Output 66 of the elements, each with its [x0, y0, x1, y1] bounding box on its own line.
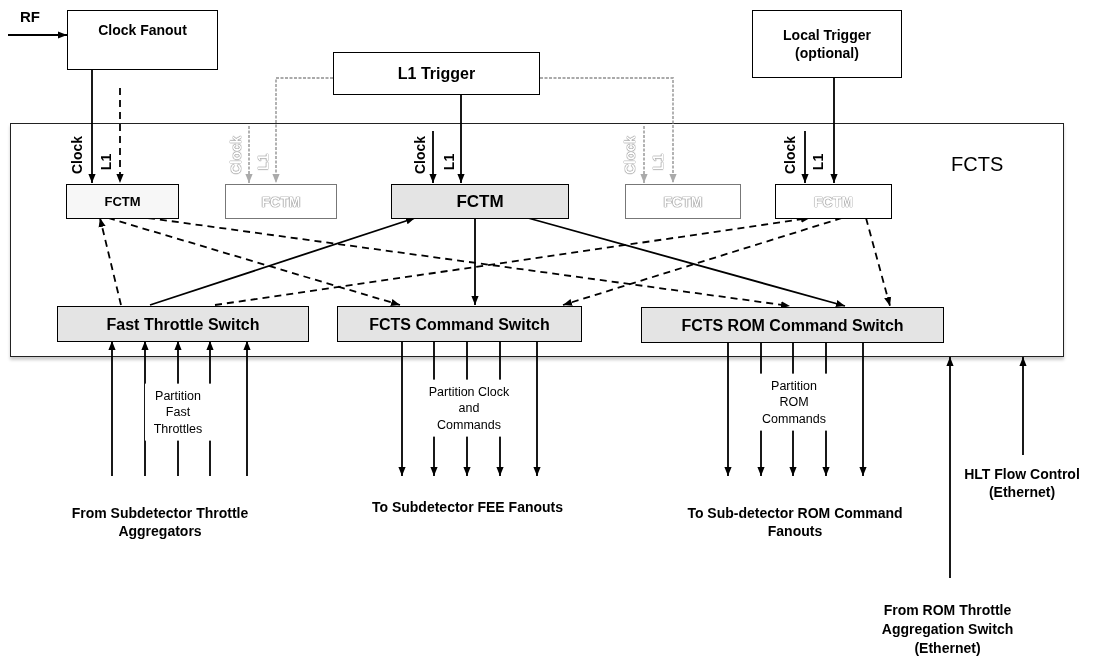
process-box — [67, 10, 218, 70]
module-box — [57, 306, 309, 342]
dashed-arrow — [539, 77, 677, 184]
arrow — [830, 77, 838, 184]
arrow — [88, 69, 96, 184]
signal-label: L1 — [253, 153, 272, 171]
box-label: Fast Throttle Switch — [106, 314, 260, 335]
module-box — [391, 184, 569, 219]
process-box — [333, 52, 540, 95]
arrow — [946, 356, 954, 579]
arrow — [149, 217, 416, 306]
signal-label: Clock — [410, 135, 429, 175]
module-box — [641, 307, 944, 343]
arrow — [7, 31, 68, 39]
signal-label: Clock — [780, 135, 799, 175]
box-label: FCTS Command Switch — [369, 314, 550, 335]
note-text: Partition Fast Throttles — [145, 383, 211, 441]
signal-label: L1 — [648, 153, 667, 171]
box-label: FCTM — [814, 192, 853, 211]
arrow — [243, 340, 251, 477]
caption-text: From Subdetector Throttle Aggregators — [70, 504, 250, 540]
box-label: Local Trigger (optional) — [782, 26, 872, 62]
arrow — [1019, 356, 1027, 456]
arrow — [429, 130, 437, 184]
box-label: FCTS ROM Command Switch — [681, 315, 904, 336]
dashed-arrow — [245, 125, 253, 184]
arrow — [108, 340, 116, 477]
dashed-arrow — [865, 217, 892, 307]
box-label: FCTM — [104, 193, 141, 210]
signal-label: L1 — [439, 153, 458, 171]
signal-label: Clock — [620, 135, 639, 175]
process-box — [752, 10, 902, 78]
box-label: FCTM — [261, 192, 301, 211]
module-box — [66, 184, 179, 219]
module-box — [775, 184, 892, 219]
arrow — [859, 341, 867, 477]
arrow — [801, 130, 809, 184]
dashed-arrow — [640, 125, 648, 184]
module-box — [337, 306, 582, 342]
system-boundary — [10, 123, 1064, 357]
caption-text: To Sub-detector ROM Command Fanouts — [686, 504, 904, 540]
module-box — [625, 184, 741, 219]
signal-label: Clock — [226, 135, 245, 175]
caption-text: To Subdetector FEE Fanouts — [371, 498, 564, 516]
caption-text: From ROM Throttle Aggregation Switch (Ethernet) — [880, 601, 1015, 658]
signal-label: L1 — [808, 153, 827, 171]
box-label: Clock Fanout — [98, 21, 187, 39]
dashed-arrow — [107, 217, 401, 306]
module-box — [225, 184, 337, 219]
arrow — [141, 340, 149, 477]
arrow — [398, 340, 406, 477]
arrow — [457, 94, 465, 184]
dashed-arrow — [116, 87, 124, 184]
box-label: L1 Trigger — [397, 64, 476, 84]
box-label: FCTS — [951, 152, 1004, 177]
signal-label: L1 — [96, 153, 115, 171]
box-label: FCTM — [456, 190, 504, 213]
box-label: FCTM — [663, 192, 703, 211]
dashed-arrow — [98, 217, 122, 306]
caption-text: HLT Flow Control (Ethernet) — [963, 465, 1081, 501]
signal-label: Clock — [67, 135, 86, 175]
note-text: Partition Clock and Commands — [427, 379, 511, 437]
arrow — [724, 341, 732, 477]
arrow — [533, 340, 541, 477]
dashed-arrow — [272, 77, 334, 184]
arrow — [471, 217, 479, 306]
